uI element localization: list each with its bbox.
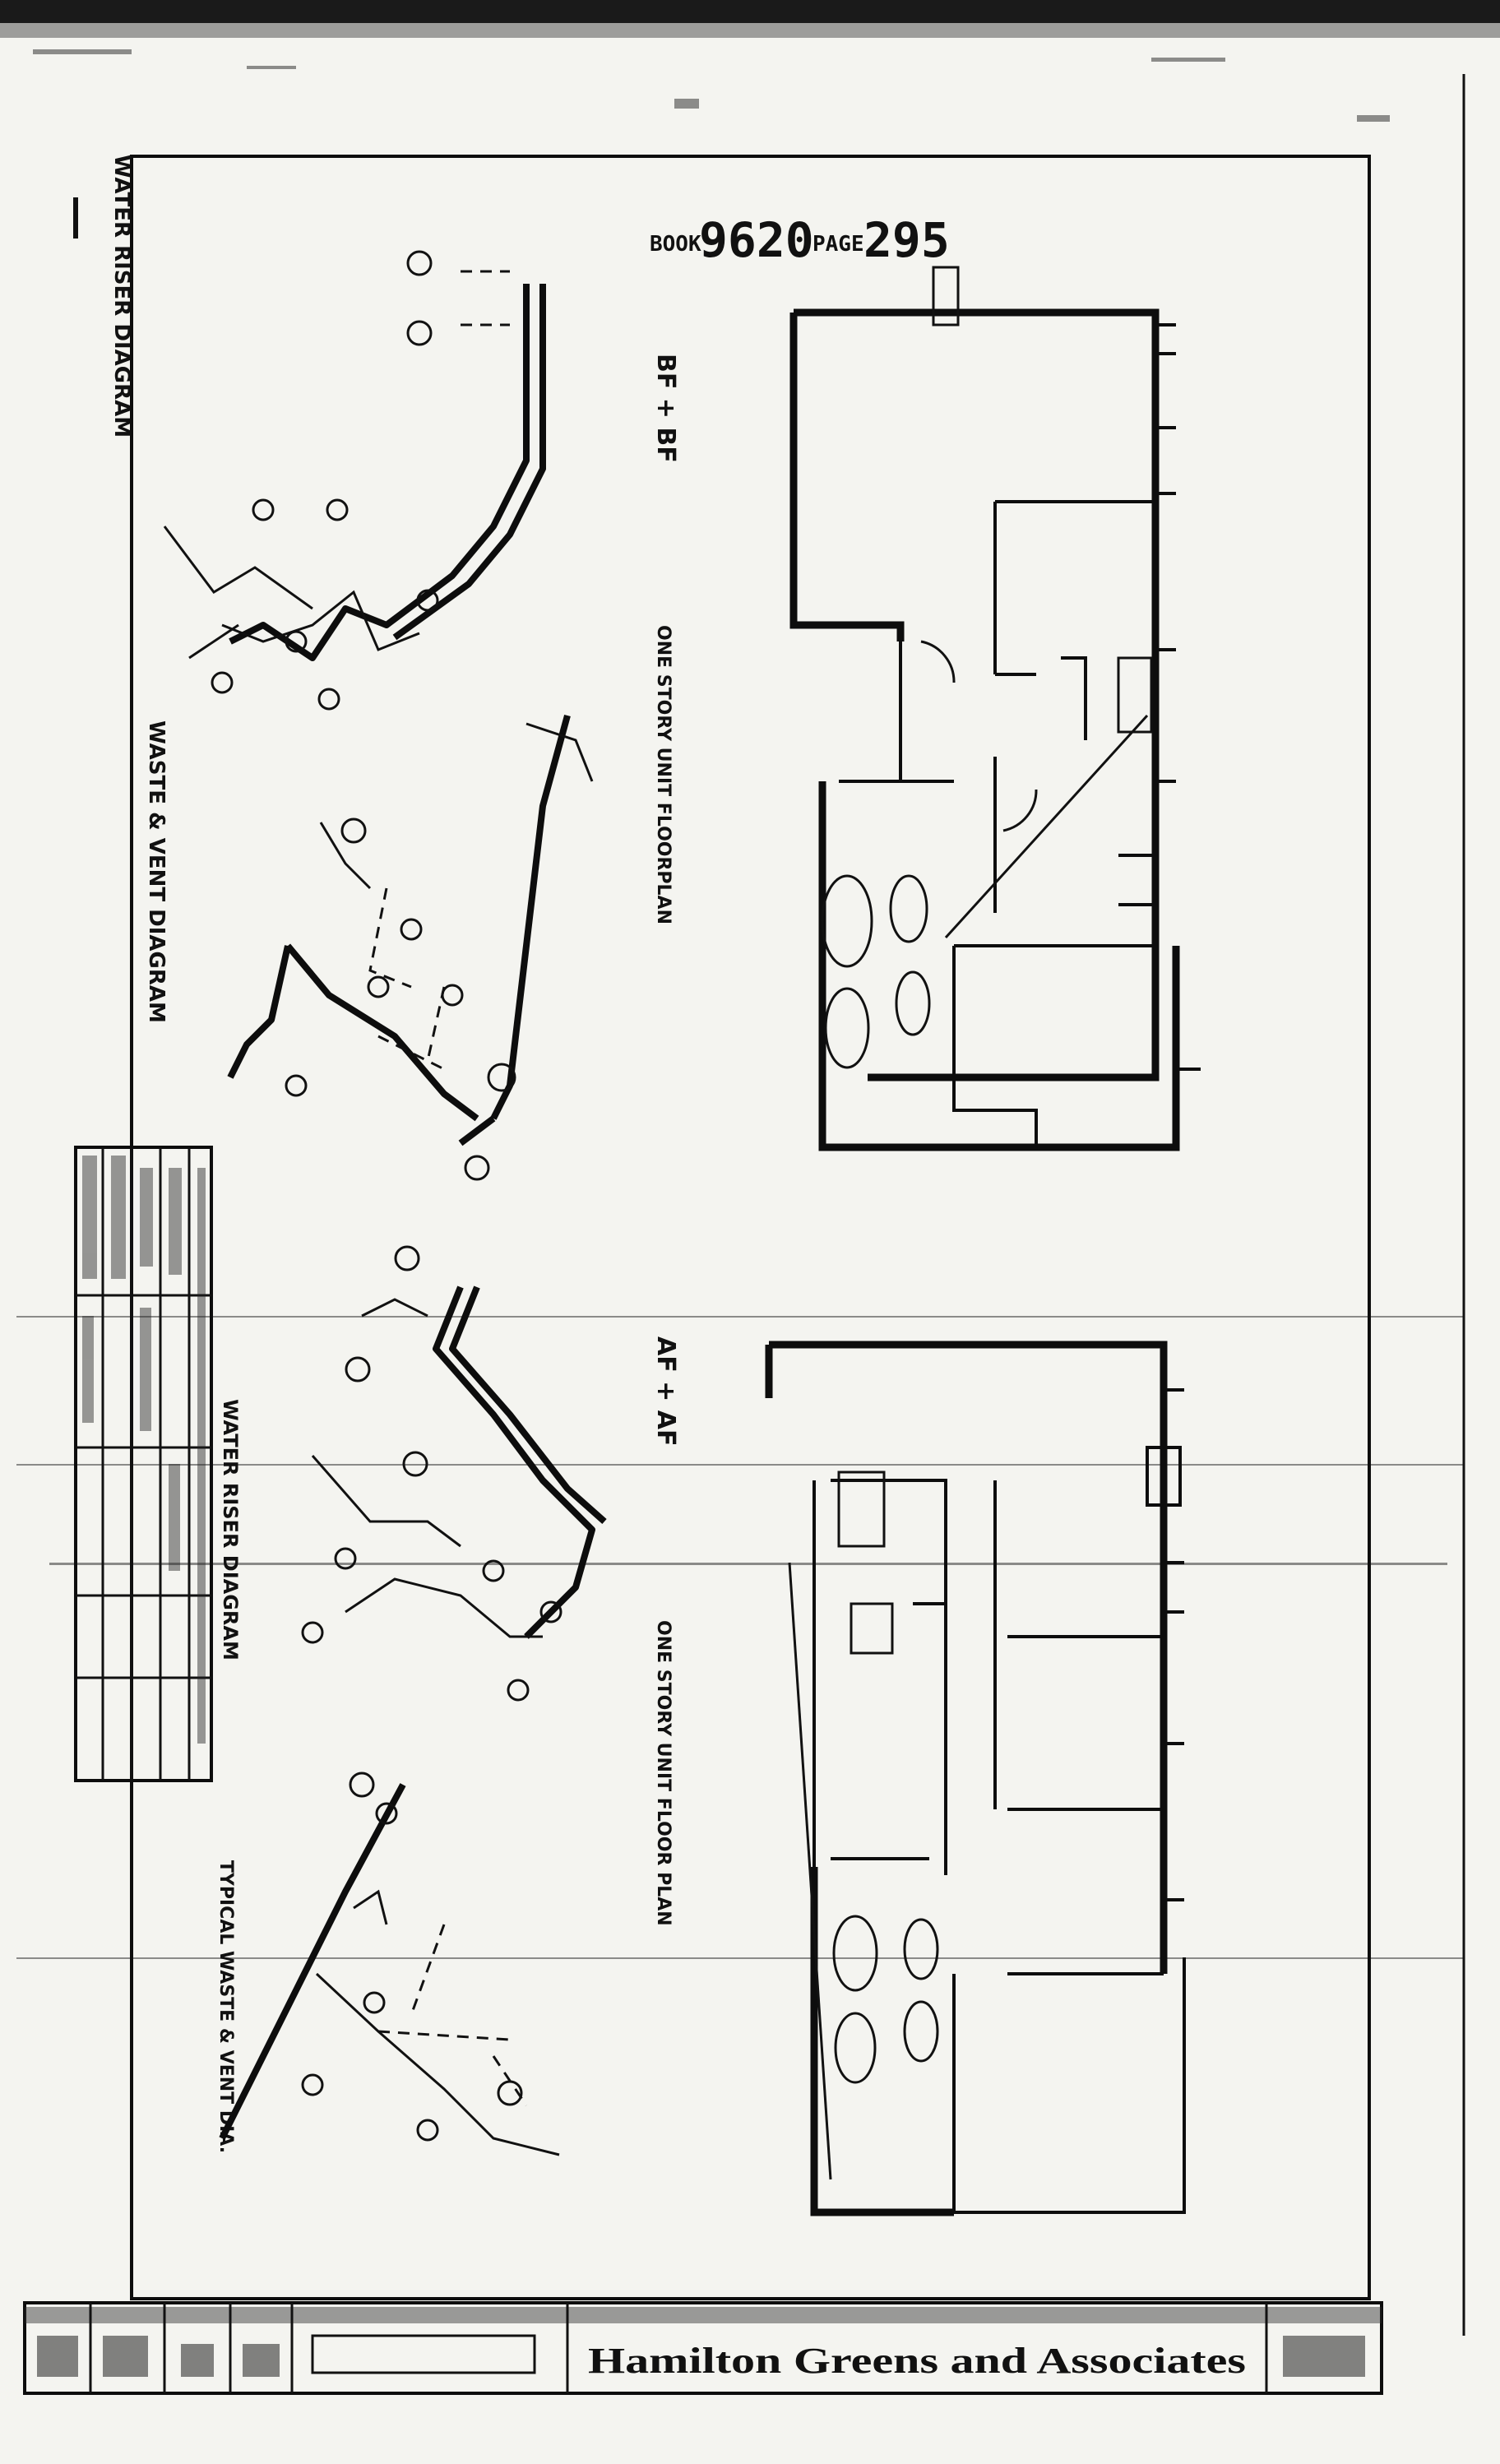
firm-name: Hamilton Greens and Associates [588, 2341, 1246, 2381]
valve-icon [482, 1559, 505, 1582]
fixture-icon [441, 984, 464, 1007]
fixture-icon [340, 817, 367, 844]
valve-icon [334, 1547, 357, 1570]
water-riser-diagram-top [163, 250, 546, 711]
valve-icon [507, 1679, 530, 1702]
tub-icon [832, 1915, 878, 1992]
valve-icon [326, 498, 349, 521]
kitchen-sink-icon [837, 1471, 886, 1548]
af-plan-title: AF + AF [651, 1336, 680, 1446]
waste-vent-diagram-bottom [219, 1772, 560, 2156]
fixture-icon [349, 1772, 375, 1798]
range-icon [850, 1602, 894, 1655]
waste-vent-diagram-top [227, 714, 594, 1181]
tub-icon [834, 2012, 877, 2084]
valve-icon [539, 1600, 562, 1623]
fixture-schedule-table [74, 1146, 213, 1782]
fixture-icon [416, 2119, 439, 2142]
title-block: Hamilton Greens and Associates [23, 2301, 1383, 2395]
toilet-icon [903, 2000, 939, 2063]
scan-top-band [0, 0, 1500, 23]
valve-icon [317, 688, 340, 711]
toilet-icon [903, 1918, 939, 1980]
water-riser-diagram-bottom [301, 1245, 607, 1702]
valve-icon [416, 589, 439, 612]
valve-icon [285, 630, 308, 653]
valve-icon [345, 1356, 371, 1383]
bf-floor-plan [789, 266, 1201, 1151]
valve-icon [301, 1621, 324, 1644]
bf-plan-subtitle: ONE STORY UNIT FLOORPLAN [653, 625, 674, 924]
bf-plan-title: BF + BF [651, 354, 680, 463]
water-riser-label-bottom: WATER RISER DIAGRAM [219, 1399, 242, 1660]
af-plan-subtitle: ONE STORY UNIT FLOOR PLAN [653, 1620, 674, 1926]
toilet-icon [895, 970, 931, 1036]
range-icon [1117, 656, 1153, 734]
page-prefix: PAGE [812, 232, 864, 257]
fixture-icon [497, 2080, 523, 2106]
book-number: 9620 [699, 212, 814, 268]
valve-icon [406, 250, 433, 276]
valve-icon [394, 1245, 420, 1271]
fixture-icon [301, 2073, 324, 2096]
scan-noise [16, 49, 1464, 1959]
cleanout-icon [487, 1063, 516, 1092]
valve-icon [252, 498, 275, 521]
fixture-icon [285, 1074, 308, 1097]
toilet-icon [889, 874, 928, 943]
fixture-icon [367, 975, 390, 998]
book-page-stamp: BOOK 9620 PAGE 295 [650, 212, 950, 268]
page-number: 295 [863, 212, 950, 268]
tub-icon [824, 987, 870, 1069]
water-riser-label-top: WATER RISER DIAGRAM [109, 155, 134, 438]
valve-icon [406, 320, 433, 346]
tub-icon [821, 874, 873, 968]
fixture-icon [363, 1991, 386, 2014]
fixture-icon [375, 1802, 398, 1825]
fixture-icon [400, 918, 423, 941]
af-floor-plan [765, 1341, 1186, 2216]
waste-vent-label-top: WASTE & VENT DIAGRAM [144, 720, 169, 1023]
valve-icon [402, 1451, 428, 1477]
waste-vent-label-bottom: TYPICAL WASTE & VENT DIA. [215, 1860, 236, 2153]
valve-icon [211, 671, 234, 694]
fixture-icon [464, 1155, 490, 1181]
book-prefix: BOOK [650, 232, 701, 257]
